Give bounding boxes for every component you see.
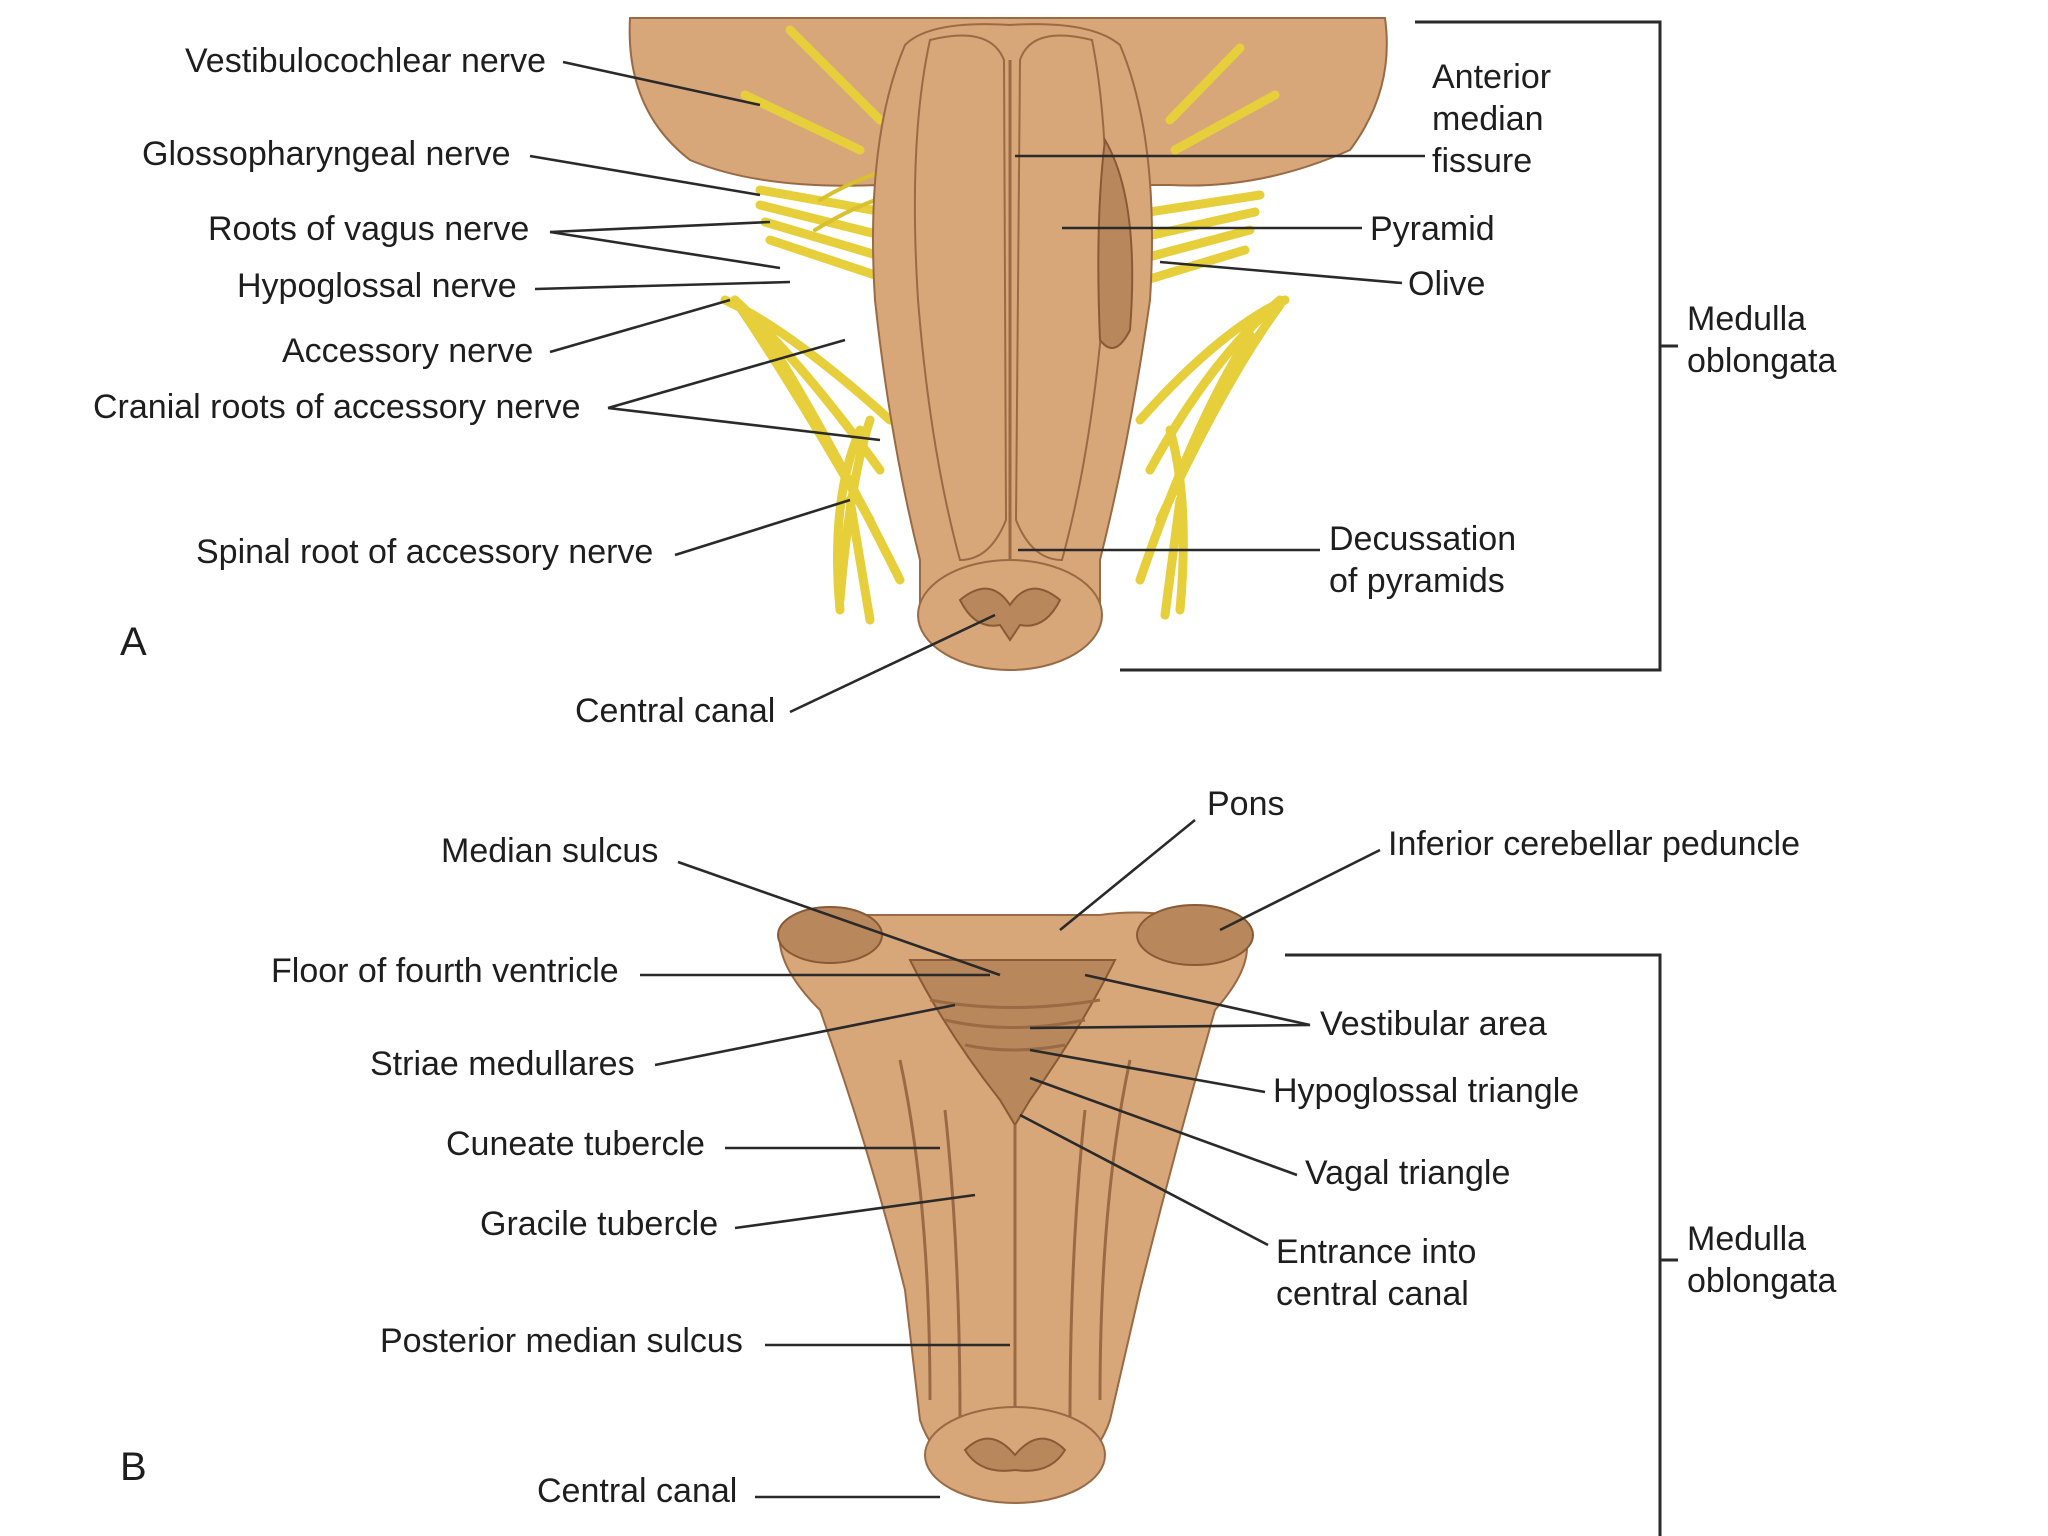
label-decussation-line2: of pyramids — [1329, 562, 1505, 600]
label-vestibulocochlear-nerve: Vestibulocochlear nerve — [185, 42, 546, 80]
label-gracile-tubercle: Gracile tubercle — [480, 1205, 718, 1243]
label-central-canal-b: Central canal — [537, 1472, 737, 1510]
label-medulla-oblongata-a-line1: Medulla — [1687, 300, 1806, 338]
nerve-bundle-right — [1125, 43, 1290, 620]
label-medulla-oblongata-b-line2: oblongata — [1687, 1262, 1836, 1300]
label-central-canal-a: Central canal — [575, 692, 775, 730]
label-anterior-median-fissure-line2: median — [1432, 100, 1544, 138]
olive-shape — [1097, 136, 1134, 349]
bracket-medulla-a — [1120, 20, 1678, 672]
label-spinal-root-of-accessory-nerve: Spinal root of accessory nerve — [196, 533, 653, 571]
bracket-medulla-b — [1285, 953, 1678, 1536]
label-entrance-line2: central canal — [1276, 1275, 1469, 1313]
panel-b-letter: B — [120, 1445, 147, 1489]
label-medulla-oblongata-b-line1: Medulla — [1687, 1220, 1806, 1258]
cross-section-b-gray — [963, 1437, 1067, 1472]
label-posterior-median-sulcus: Posterior median sulcus — [380, 1322, 743, 1360]
label-roots-of-vagus-nerve: Roots of vagus nerve — [208, 210, 529, 248]
label-accessory-nerve: Accessory nerve — [282, 332, 533, 370]
panel-a-labels: A Vestibulocochlear nerve Glossopharynge… — [93, 42, 1836, 730]
label-anterior-median-fissure-line1: Anterior — [1432, 58, 1551, 96]
label-inferior-cerebellar-peduncle: Inferior cerebellar peduncle — [1388, 825, 1800, 863]
label-glossopharyngeal-nerve: Glossopharyngeal nerve — [142, 135, 511, 173]
panel-a — [628, 17, 1388, 672]
panel-a-letter: A — [120, 620, 147, 664]
label-vagal-triangle: Vagal triangle — [1305, 1154, 1510, 1192]
panel-b-leader-lines — [640, 818, 1678, 1536]
label-vestibular-area: Vestibular area — [1320, 1005, 1547, 1043]
label-decussation-line1: Decussation — [1329, 520, 1516, 558]
label-striae-medullares: Striae medullares — [370, 1045, 635, 1083]
pyramid-left-shape — [913, 34, 1008, 562]
label-cranial-roots-of-accessory-nerve: Cranial roots of accessory nerve — [93, 388, 581, 426]
label-median-sulcus: Median sulcus — [441, 832, 658, 870]
label-olive: Olive — [1408, 265, 1485, 303]
label-floor-of-fourth-ventricle: Floor of fourth ventricle — [271, 952, 619, 990]
label-hypoglossal-triangle: Hypoglossal triangle — [1273, 1072, 1579, 1110]
label-anterior-median-fissure-line3: fissure — [1432, 142, 1532, 180]
label-pons: Pons — [1207, 785, 1285, 823]
left-peduncle-stump — [777, 906, 883, 964]
label-entrance-line1: Entrance into — [1276, 1233, 1476, 1271]
label-pyramid: Pyramid — [1370, 210, 1495, 248]
panel-b — [777, 904, 1254, 1504]
panel-a-leader-lines — [529, 20, 1678, 714]
right-peduncle-stump — [1136, 904, 1254, 966]
cross-section-a-gray — [958, 587, 1062, 642]
label-hypoglossal-nerve: Hypoglossal nerve — [237, 267, 517, 305]
label-cuneate-tubercle: Cuneate tubercle — [446, 1125, 705, 1163]
label-medulla-oblongata-a-line2: oblongata — [1687, 342, 1836, 380]
panel-b-labels: B Pons Inferior cerebellar peduncle Medi… — [120, 785, 1836, 1510]
